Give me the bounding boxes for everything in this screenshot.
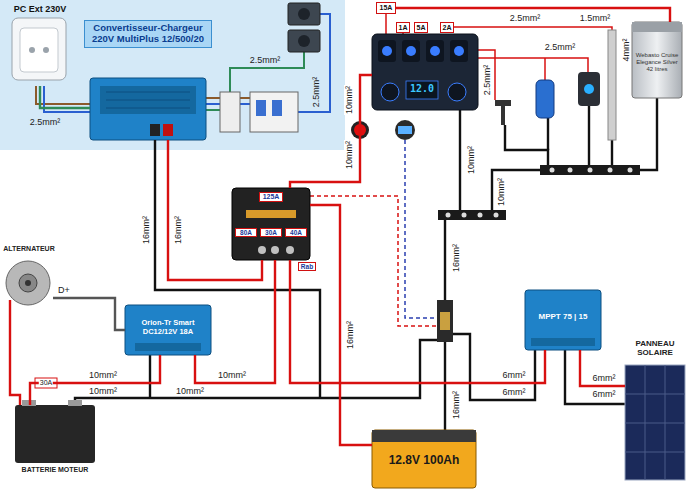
wire-label: 10mm² — [88, 386, 118, 396]
outlet-symbols — [288, 3, 320, 52]
dc-dc-charger-symbol — [125, 305, 211, 355]
fuse-tag: 5A — [414, 22, 428, 33]
wire-label: 1.5mm² — [579, 13, 612, 23]
wire-label: 10mm² — [217, 370, 247, 380]
wire-label: 6mm² — [592, 389, 617, 399]
wire-connector — [290, 260, 545, 383]
dc-wires — [10, 14, 657, 430]
node-text: 1A — [397, 24, 409, 32]
wire-label: 10mm² — [466, 145, 476, 175]
wire-label: 2.5mm² — [482, 64, 492, 97]
breaker-symbols — [220, 92, 298, 132]
node-text: 5A — [415, 24, 427, 32]
node-text: 30A — [260, 228, 282, 237]
fuse-holder-symbol — [232, 188, 310, 260]
node-text: 12.8V 100Ah — [378, 454, 470, 468]
wire-label: 6mm² — [502, 370, 527, 380]
node-text: MPPT 75 | 15 — [529, 312, 597, 321]
wire-connector — [396, 8, 670, 22]
node-text: 40A — [285, 228, 307, 237]
wire-label: 16mm² — [173, 215, 183, 245]
wire-label: 2.5mm² — [29, 117, 62, 127]
wire-label: 16mm² — [451, 243, 461, 273]
inverter-charger: Convertisseur-Chargeur 220V MultiPlus 12… — [90, 78, 206, 140]
starter-battery: BATTERIE MOTEUR — [15, 405, 95, 463]
ac-region — [0, 0, 345, 150]
wire-connector — [310, 205, 372, 445]
power-inlet-symbol — [12, 18, 66, 80]
dc-dc-charger: Orion-Tr Smart DC12/12V 18A — [125, 305, 211, 355]
load-symbols — [495, 22, 682, 140]
node-text: 125A — [259, 192, 283, 202]
node-text: PC Ext 230V — [8, 4, 72, 14]
wire-label: 16mm² — [141, 215, 151, 245]
solar-panel: PANNEAU SOLAIRE — [625, 365, 685, 480]
wire-connector — [30, 355, 160, 405]
alternator-symbol — [6, 261, 50, 305]
shunt-symbol — [437, 300, 453, 342]
node-text: 12.0 — [408, 83, 436, 95]
wire-label: 10mm² — [175, 386, 205, 396]
switch-panel: 12.0 — [372, 34, 478, 110]
wire-label: 10mm² — [344, 140, 354, 170]
node-text: BATTERIE MOTEUR — [11, 466, 99, 474]
wire-label: 16mm² — [451, 390, 461, 420]
wire-label: 4mm² — [621, 38, 631, 63]
node-text: Webasto Cruise Elegance Silver 42 litres — [635, 52, 679, 73]
wire-connector — [53, 298, 125, 330]
lithium-battery: 12.8V 100Ah — [372, 430, 476, 488]
node-text: PANNEAU SOLAIRE — [621, 339, 689, 357]
fuse-tag: 1A — [396, 22, 410, 33]
node-text: 15A — [377, 4, 395, 12]
wire-label: 6mm² — [592, 373, 617, 383]
starter-battery-symbol — [15, 400, 95, 463]
node-text: 80A — [235, 228, 257, 237]
wire-label: 2.5mm² — [544, 42, 577, 52]
node-text: ALTERNATEUR — [1, 245, 57, 253]
fuse-holder: 125A80A30A40ARab — [232, 188, 310, 260]
alternator: ALTERNATEUR — [5, 258, 53, 308]
wire-label: 2.5mm² — [509, 13, 542, 23]
fuse-tag: 2A — [440, 22, 454, 33]
wire-connector — [195, 260, 275, 383]
node-text: 2A — [441, 24, 453, 32]
wire-connector — [40, 86, 90, 108]
inverter-charger-symbol — [90, 78, 206, 140]
wire-label: 10mm² — [496, 177, 506, 207]
wire-label: 30A — [39, 379, 53, 387]
lithium-battery-symbol — [372, 430, 476, 488]
solar-charge-controller: MPPT 75 | 15 — [525, 290, 601, 350]
wire-label: 6mm² — [502, 387, 527, 397]
wire-label: D+ — [57, 285, 71, 295]
node-text: Rab — [298, 262, 316, 271]
wire-label: 2.5mm² — [311, 76, 321, 109]
wire-label: 10mm² — [344, 85, 354, 115]
wire-label: 2.5mm² — [249, 55, 282, 65]
wire-label: 16mm² — [345, 320, 355, 350]
wire-label: 10mm² — [88, 370, 118, 380]
node-text: Orion-Tr Smart DC12/12V 18A — [129, 319, 207, 336]
fuse-tag: 15A — [376, 2, 396, 14]
node-text: Convertisseur-Chargeur 220V MultiPlus 12… — [84, 20, 212, 48]
switch-panel-symbol — [372, 34, 478, 110]
wire-connector — [290, 75, 372, 188]
solar-panel-symbol — [625, 365, 685, 480]
fridge: Webasto Cruise Elegance Silver 42 litres — [632, 22, 682, 98]
solar-controller-symbol — [525, 290, 601, 350]
power-inlet: PC Ext 230V — [8, 4, 72, 86]
wire-connector — [580, 350, 625, 386]
wire-connector — [168, 140, 262, 280]
